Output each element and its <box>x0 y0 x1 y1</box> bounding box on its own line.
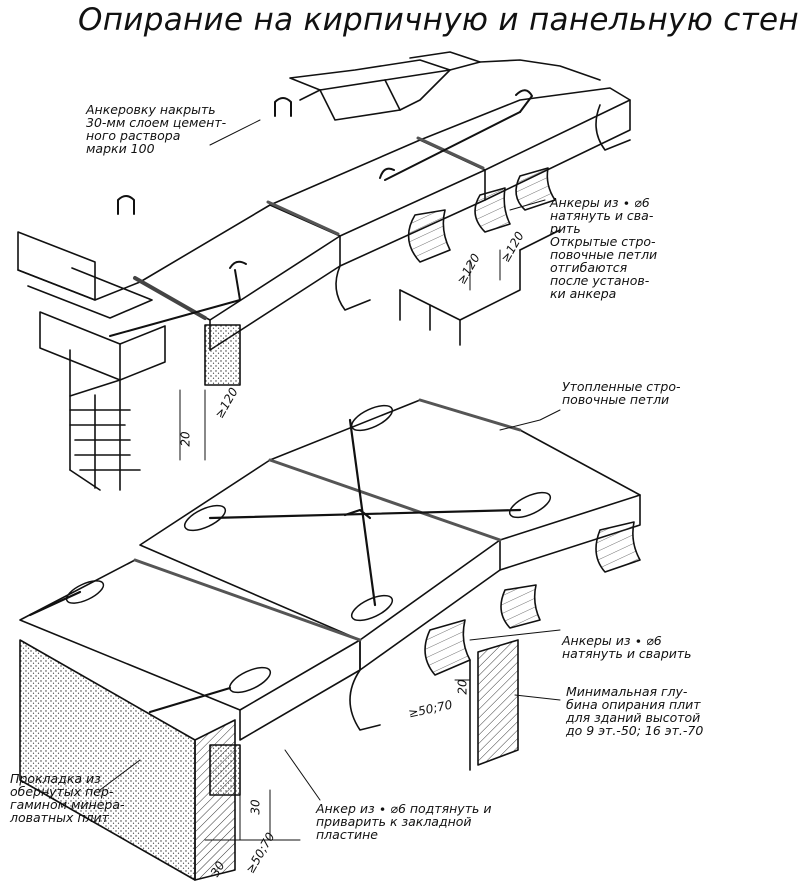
leader-lines <box>99 119 561 801</box>
label-anchor-weld: Анкер из ∙ ⌀6 подтянуть и приварить к за… <box>316 801 492 842</box>
dim-20-b: 20 <box>455 679 470 695</box>
brick-wall-right <box>399 229 561 346</box>
label-anchor-cover: Анкеровку накрыть 30-мм слоем цемент- но… <box>86 102 227 156</box>
page-title: Опирание на кирпичную и панельную стены <box>78 2 800 38</box>
anchor-star <box>28 418 522 714</box>
label-anchors-middle: Анкеры из ∙ ⌀6 натянуть и сварить <box>562 633 692 661</box>
brick-wall-back <box>289 51 601 121</box>
dim-30-a: 30 <box>248 799 263 815</box>
dimension-lines <box>179 249 501 841</box>
panel-wall-detail <box>19 119 641 881</box>
floor-slab-bottom-right <box>269 399 641 571</box>
brick-wall-left <box>17 231 166 491</box>
anchor-rods-top <box>109 89 533 337</box>
slab-end-hollows-top <box>335 104 631 311</box>
recessed-loops <box>65 404 552 694</box>
label-gasket: Прокладка из обернутых пер- гамином мине… <box>10 771 125 825</box>
label-min-depth: Минимальная глу- бина опирания плит для … <box>566 684 704 738</box>
label-anchors-top: Анкеры из ∙ ⌀6 натянуть и сва- рить Откр… <box>550 195 658 301</box>
mortar-block-top <box>204 324 241 386</box>
gasket-block <box>209 744 241 796</box>
slab-end-hollows-bottom <box>349 521 641 731</box>
floor-slab-top-2 <box>269 139 486 267</box>
brick-wall-detail <box>17 51 631 491</box>
dim-20-a: 20 <box>178 431 193 447</box>
label-recessed-loops: Утопленные стро- повочные петли <box>562 379 681 407</box>
